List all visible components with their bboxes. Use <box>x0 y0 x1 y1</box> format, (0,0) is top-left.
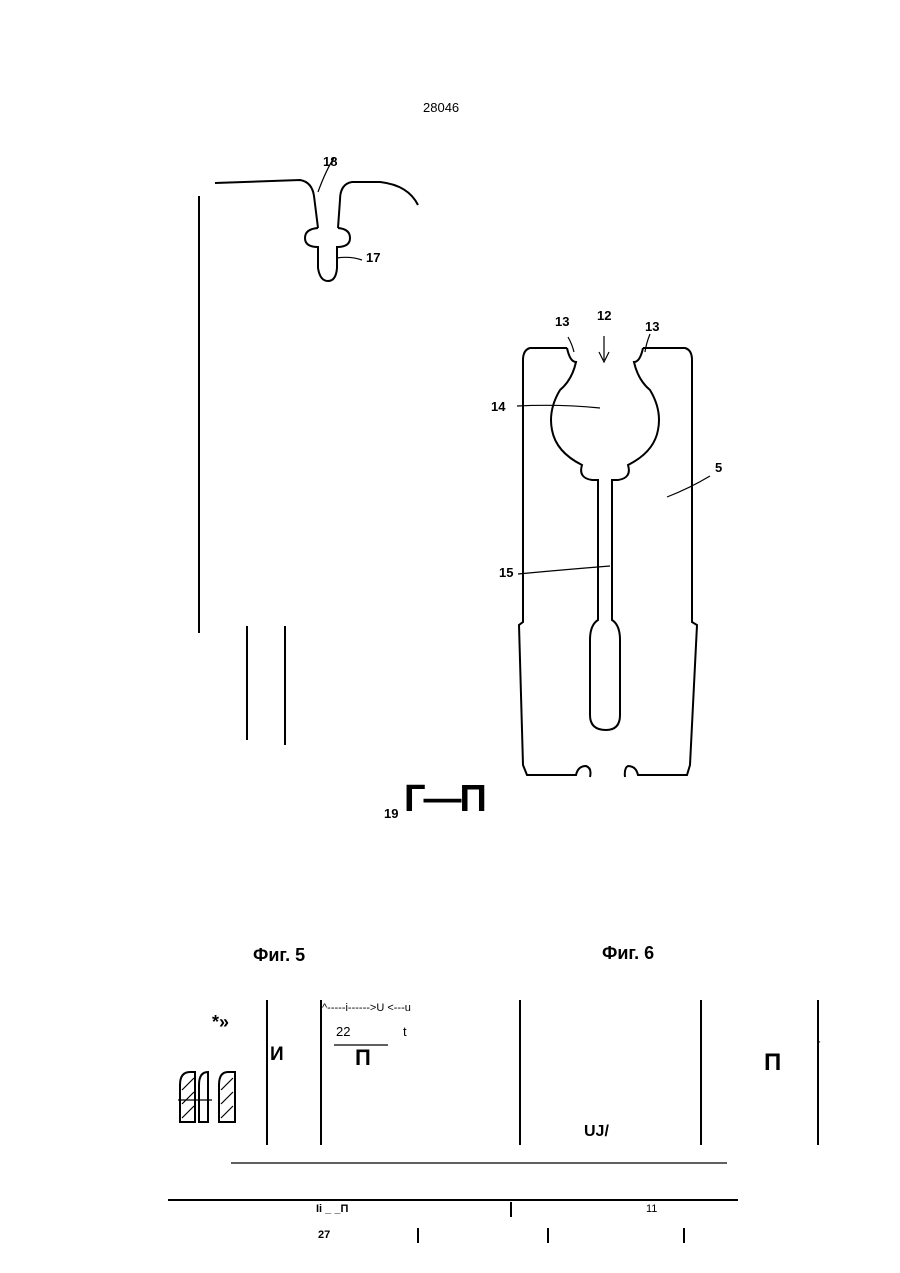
lower-star: *» <box>212 1012 229 1033</box>
fig6-drawing <box>517 334 710 777</box>
footer-row1-left: Ii _ _П <box>316 1203 348 1215</box>
lower-arrow-text: ^-----i------>U <---u <box>322 1002 411 1014</box>
lower-char-i: И <box>270 1044 284 1066</box>
fig6-label-13-left: 13 <box>555 314 569 329</box>
fig5-label-18: 18 <box>323 154 337 169</box>
lower-pi-b: П <box>764 1049 781 1077</box>
fig7-number: 19 <box>384 806 398 821</box>
lower-tick: ' <box>819 1040 821 1049</box>
lower-strip-drawing <box>178 1000 818 1145</box>
lower-t: t <box>403 1024 407 1039</box>
fig6-label-14: 14 <box>491 399 505 414</box>
fig6-label-12: 12 <box>597 308 611 323</box>
lower-pi-a: П <box>355 1045 371 1071</box>
fig5-label-17: 17 <box>366 250 380 265</box>
lower-uj: UJ/ <box>584 1123 609 1141</box>
footer-row1-right: 11 <box>646 1203 657 1215</box>
fig5-caption: Фиг. 5 <box>253 945 305 966</box>
lower-num-22: 22 <box>336 1024 350 1039</box>
fig6-label-15: 15 <box>499 565 513 580</box>
fig6-caption: Фиг. 6 <box>602 943 654 964</box>
footer-row2-left: 27 <box>318 1229 330 1241</box>
fig5-drawing <box>199 158 418 745</box>
fig7-glyph: Г—П <box>404 778 485 821</box>
fig6-label-13-right: 13 <box>645 319 659 334</box>
fig6-label-5: 5 <box>715 460 722 475</box>
